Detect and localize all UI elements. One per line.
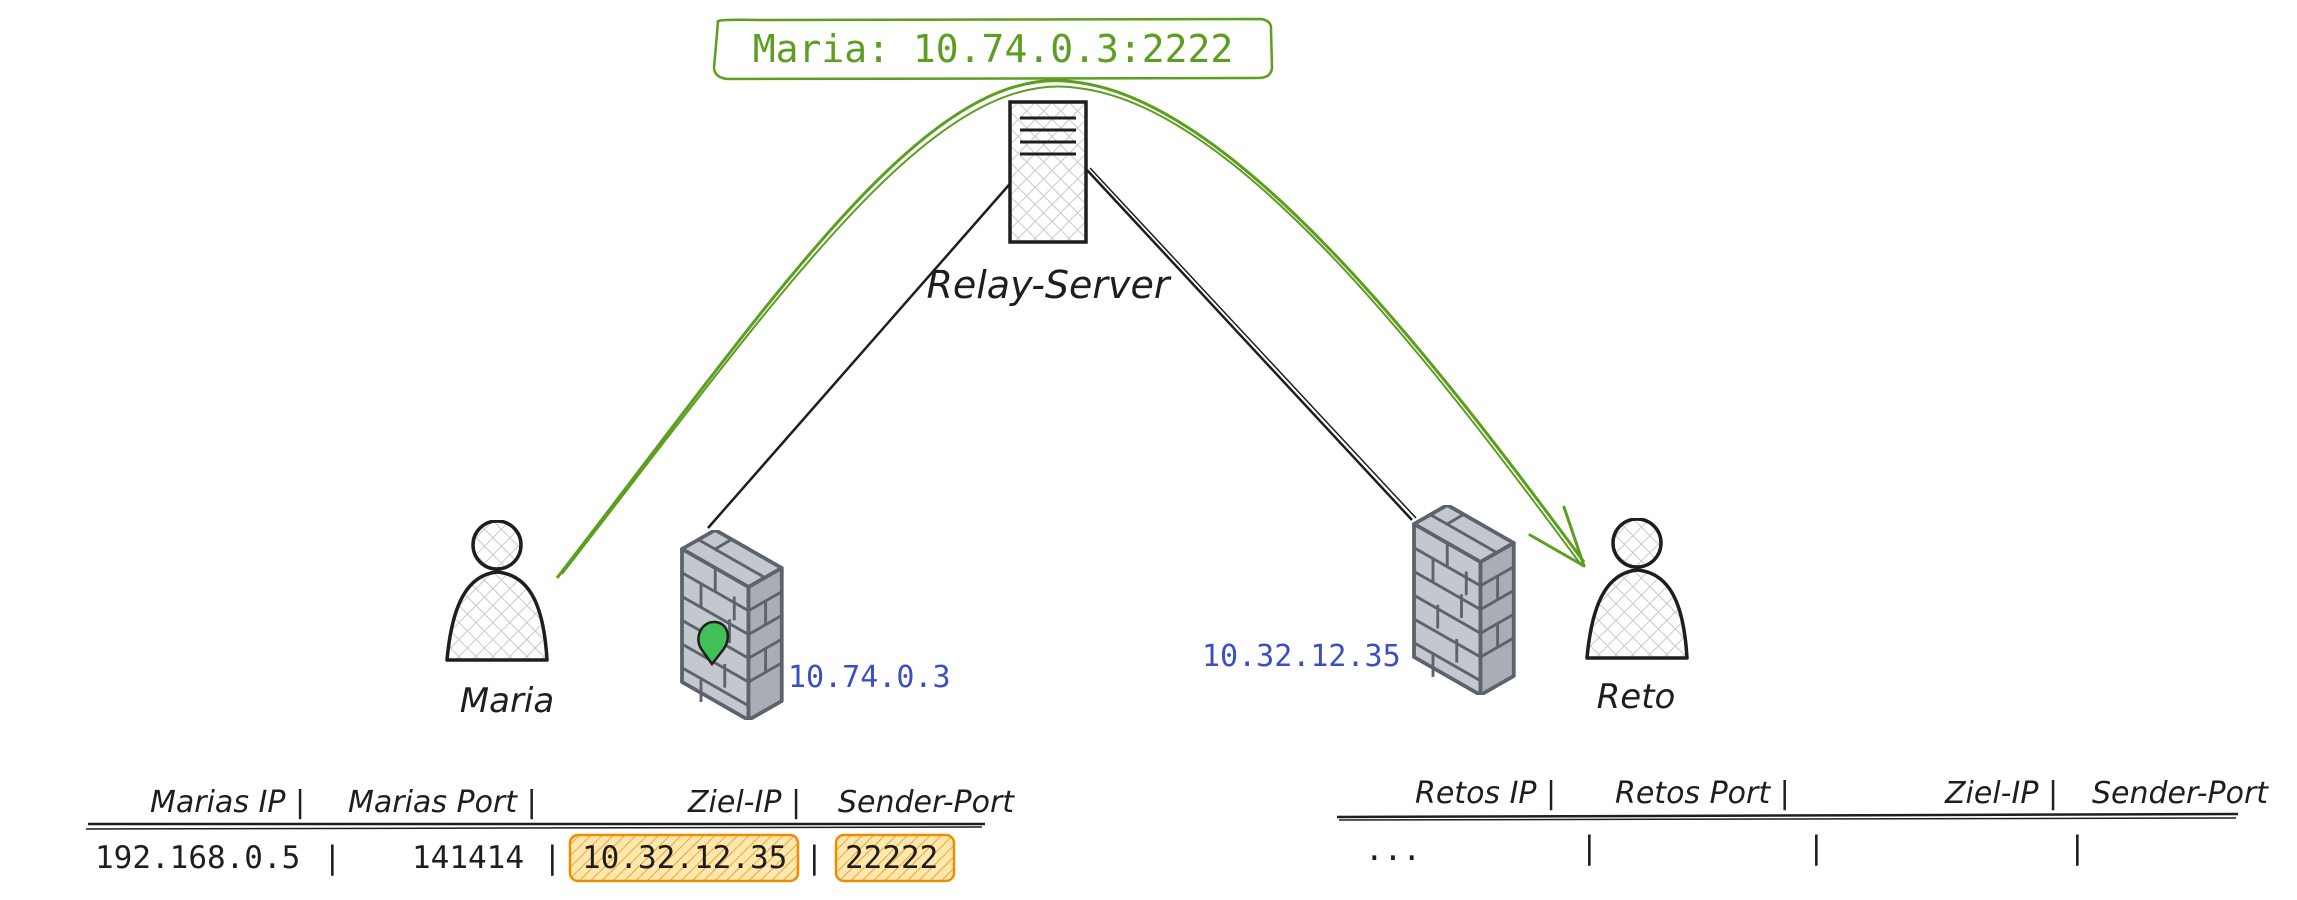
reto-cell-sep-3: | — [2068, 830, 2087, 866]
relay-forwarding-arrow — [555, 79, 1586, 579]
arrowhead-icon — [1528, 505, 1586, 568]
maria-cell-sender-port: 22222 — [845, 840, 938, 876]
reto-nat-table: Retos IP | Retos Port | Ziel-IP | Sender… — [1336, 776, 2269, 868]
maria-cell-sender-port-highlight — [834, 833, 956, 883]
relay-address-label: Maria: 10.74.0.3:2222 — [753, 27, 1233, 71]
maria-cell-ip: 192.168.0.5 — [95, 840, 300, 876]
maria-cell-target-ip: 10.32.12.35 — [582, 840, 787, 876]
maria-cell-port: 141414 — [412, 840, 524, 876]
reto-person-icon — [1585, 518, 1689, 660]
maria-cell-target-ip-highlight — [568, 833, 800, 883]
reto-cell-sep-1: | — [1580, 830, 1599, 866]
maria-header-ip: Marias IP | — [150, 785, 305, 820]
server-icon — [1008, 100, 1088, 244]
maria-nat-table: Marias IP | Marias Port | Ziel-IP | Send… — [85, 785, 1015, 883]
maria-header-target-ip: Ziel-IP | — [687, 785, 801, 820]
reto-cell-ip: ... — [1365, 832, 1421, 868]
relay-address-box: Maria: 10.74.0.3:2222 — [712, 17, 1274, 81]
firewall-maria-icon — [680, 530, 784, 720]
maria-cell-sep-2: | — [543, 840, 562, 876]
reto-header-sender-port: Sender-Port — [2092, 776, 2269, 811]
maria-label: Maria — [460, 681, 554, 721]
firewall-reto-icon — [1412, 505, 1516, 695]
reto-header-ip: Retos IP | — [1415, 776, 1556, 811]
reto-header-port: Retos Port | — [1615, 776, 1790, 811]
firewall-maria-ip: 10.74.0.3 — [788, 660, 951, 695]
link-relay-to-firewall-maria — [707, 177, 1016, 529]
relay-server-label: Relay-Server — [926, 263, 1171, 307]
firewall-reto-ip: 10.32.12.35 — [1202, 639, 1401, 674]
pin-icon — [697, 620, 730, 667]
maria-header-port: Marias Port | — [348, 785, 537, 820]
maria-cell-sep-1: | — [323, 840, 342, 876]
reto-cell-sep-2: | — [1807, 830, 1826, 866]
maria-cell-sep-3: | — [805, 840, 824, 876]
reto-header-target-ip: Ziel-IP | — [1944, 776, 2058, 811]
link-relay-to-firewall-reto — [1086, 167, 1417, 521]
maria-person-icon — [445, 520, 549, 662]
maria-header-sender-port: Sender-Port — [838, 785, 1015, 820]
reto-label: Reto — [1597, 677, 1676, 717]
